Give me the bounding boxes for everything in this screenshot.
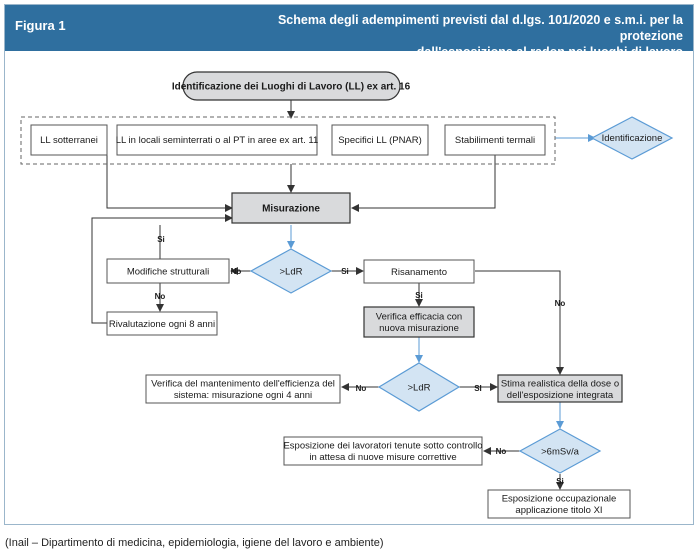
label-si-sv: Si: [556, 477, 564, 486]
flowchart: Identificazione dei Luoghi di Lavoro (LL…: [20, 71, 674, 519]
rivalutazione-text: Rivalutazione ogni 8 anni: [109, 319, 215, 330]
stima-box: [497, 374, 623, 403]
esposizione-occupazionale-box: [487, 489, 631, 519]
category-sotterranei-text: LL sotterranei: [40, 135, 98, 146]
figure-label: Figura 1: [15, 18, 66, 33]
esposizione-controllo-line2: in attesa di nuove misure correttive: [309, 452, 456, 463]
risanamento-box: [363, 259, 475, 284]
sv-diamond: [518, 428, 602, 474]
label-si-ldr1: Si: [341, 267, 349, 276]
figure-title: Schema degli adempimenti previsti dal d.…: [213, 12, 683, 60]
esposizione-occupazionale-line1: Esposizione occupazionale: [502, 494, 617, 505]
verifica-text-line2: nuova misurazione: [379, 323, 459, 334]
label-no-ldr1: No: [231, 267, 242, 276]
label-no-ldr2: No: [356, 384, 367, 393]
mantenimento-box: [145, 374, 341, 404]
category-termali: [444, 124, 546, 156]
risanamento-text: Risanamento: [391, 267, 447, 278]
category-pnar: [331, 124, 429, 156]
rivalutazione-box: [106, 311, 218, 336]
verifica-box: [363, 306, 475, 338]
misurazione-text: Misurazione: [262, 204, 320, 215]
stima-text-line1: Stima realistica della dose o: [501, 379, 619, 390]
stima-text-line2: dell'esposizione integrata: [507, 390, 614, 401]
identificazione-diamond: [590, 116, 674, 160]
category-sotterranei: [30, 124, 108, 156]
ldr-diamond-2-text: >LdR: [408, 383, 431, 394]
category-termali-text: Stabilimenti termali: [455, 135, 535, 146]
ldr-diamond-1: [249, 248, 333, 294]
esposizione-occupazionale-line2: applicazione titolo XI: [515, 505, 602, 516]
label-si-ldr2: SI: [474, 384, 482, 393]
category-seminterrati: [116, 124, 318, 156]
start-box: [182, 71, 401, 101]
start-box-text: Identificazione dei Luoghi di Lavoro (LL…: [172, 82, 411, 93]
figure-title-line1: Schema degli adempimenti previsti dal d.…: [277, 13, 683, 43]
ldr-diamond-2: [377, 362, 461, 412]
modifiche-text: Modifiche strutturali: [127, 267, 209, 278]
source-caption: (Inail – Dipartimento di medicina, epide…: [5, 537, 384, 549]
figure-title-line2: dall'esposizione al radon nei luoghi di …: [416, 45, 683, 59]
sv-diamond-text: >6mSv/a: [541, 447, 579, 458]
arrow-rivalutazione-loop: [91, 214, 233, 324]
arrow-termali-to-misurazione: [351, 155, 496, 212]
modifiche-box: [106, 258, 230, 284]
esposizione-controllo-line1: Esposizione dei lavoratori tenute sotto …: [283, 441, 482, 452]
categories-group: [20, 116, 556, 165]
category-pnar-text: Specifici LL (PNAR): [338, 135, 422, 146]
label-si-risanamento: Si: [415, 291, 423, 300]
arrow-sotterranei-to-misurazione: [106, 155, 233, 212]
esposizione-controllo-box: [283, 436, 483, 466]
label-si-modifiche: Si: [157, 235, 165, 244]
ldr-diamond-1-text: >LdR: [280, 267, 303, 278]
misurazione-box: [231, 192, 351, 224]
mantenimento-text-line1: Verifica del mantenimento dell'efficienz…: [151, 379, 335, 390]
identificazione-text: Identificazione: [602, 133, 663, 144]
connectors: [91, 100, 596, 490]
category-seminterrati-text: LL in locali seminterrati o al PT in are…: [116, 135, 319, 146]
label-no-risanamento: No: [555, 299, 566, 308]
label-no-modifiche: No: [155, 292, 166, 301]
arrow-risanamento-no-to-stima: [475, 270, 564, 375]
label-no-sv: No: [496, 447, 507, 456]
mantenimento-text-line2: sistema: misurazione ogni 4 anni: [174, 390, 312, 401]
figure-header: Figura 1 Schema degli adempimenti previs…: [5, 5, 693, 59]
verifica-text-line1: Verifica efficacia con: [376, 312, 462, 323]
